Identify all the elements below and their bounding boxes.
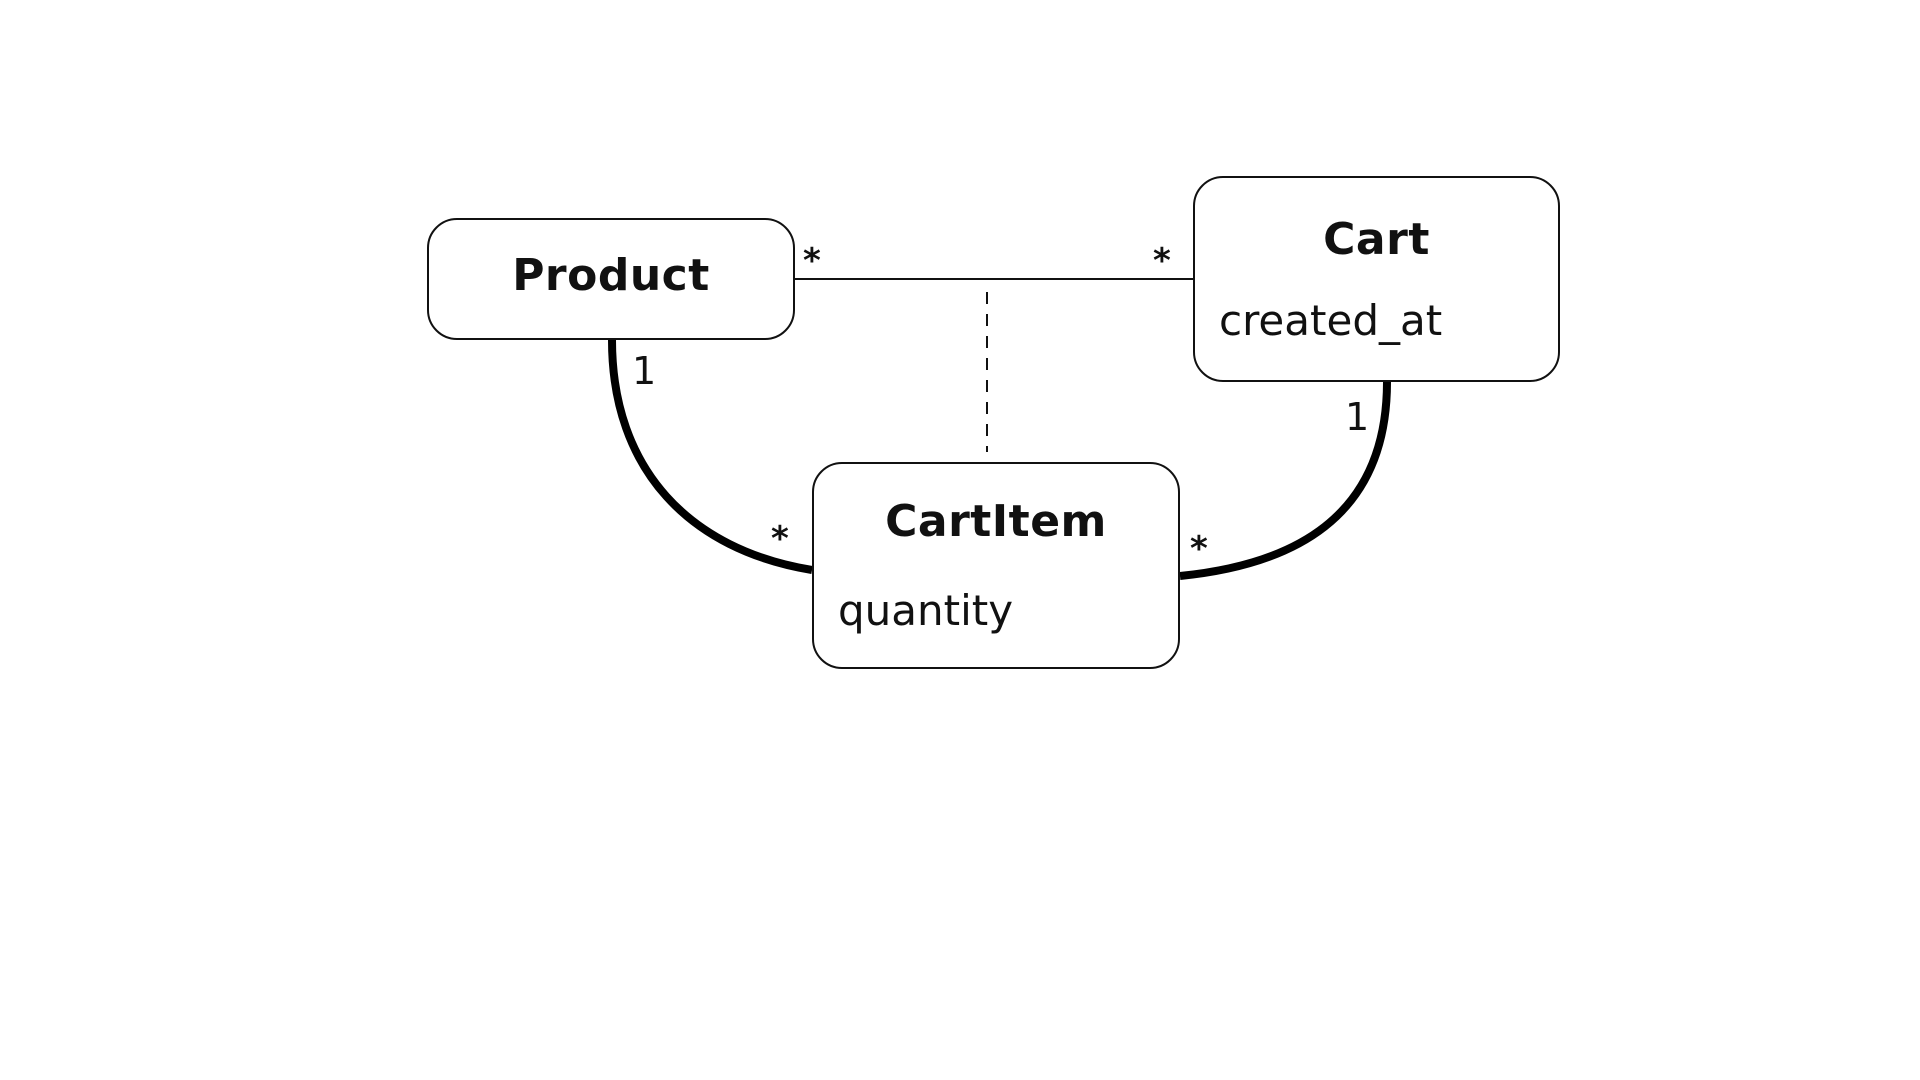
- entity-product[interactable]: Product: [427, 218, 795, 340]
- entity-attribute: quantity: [838, 586, 1014, 635]
- multiplicity-label: *: [1190, 529, 1208, 569]
- multiplicity-label: *: [803, 241, 821, 281]
- entity-name: Cart: [1323, 214, 1430, 265]
- edge-cart-cartitem: [1179, 381, 1391, 580]
- multiplicity-label: 1: [632, 349, 657, 393]
- edge-product-cartitem: [608, 339, 813, 574]
- entity-cart[interactable]: Cart created_at: [1193, 176, 1560, 382]
- multiplicity-label: 1: [1345, 395, 1370, 439]
- entity-name: CartItem: [885, 496, 1107, 547]
- multiplicity-label: *: [1153, 241, 1171, 281]
- multiplicity-label: *: [771, 519, 789, 559]
- entity-name: Product: [512, 250, 710, 301]
- entity-cartitem[interactable]: CartItem quantity: [812, 462, 1180, 669]
- entity-attribute: created_at: [1219, 296, 1443, 345]
